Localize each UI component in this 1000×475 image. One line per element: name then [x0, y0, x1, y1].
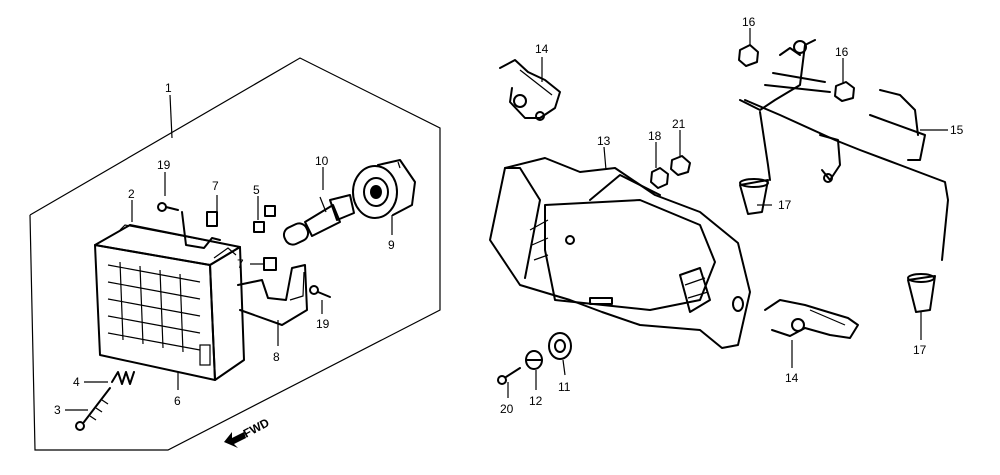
fwd-arrow-icon: FWD: [224, 415, 272, 448]
callout-16: 16: [835, 45, 849, 59]
callout-9: 9: [388, 238, 395, 252]
callout-18: 18: [648, 129, 662, 143]
screw: [157, 202, 179, 212]
callout-21: 21: [672, 117, 686, 131]
callout-6: 6: [174, 394, 181, 408]
clamp: [764, 299, 859, 339]
callout-2: 2: [128, 187, 135, 201]
nut: [834, 81, 855, 102]
callout-11: 11: [558, 380, 571, 394]
screw: [309, 285, 331, 298]
callout-5: 5: [253, 183, 260, 197]
callout-14: 14: [785, 371, 799, 385]
headlight-bracket: [237, 264, 308, 326]
nut: [738, 44, 759, 67]
callout-8: 8: [273, 350, 280, 364]
collar: [525, 350, 543, 370]
collar-nut: [670, 155, 691, 176]
headlight-case: [489, 157, 751, 349]
callout-16: 16: [742, 15, 756, 29]
rubber-cushion: [739, 178, 769, 215]
callout-17: 17: [913, 343, 927, 357]
callout-19: 19: [157, 158, 171, 172]
callout-15: 15: [950, 123, 964, 137]
callout-3: 3: [54, 403, 61, 417]
callout-10: 10: [315, 154, 329, 168]
callout-4: 4: [73, 375, 80, 389]
mount-bracket-upper: [181, 211, 237, 259]
callout-14: 14: [535, 42, 549, 56]
headlight-assembly-outline: [29, 57, 441, 451]
adjusting-screw: [75, 387, 111, 431]
spring: [111, 371, 135, 385]
headlight-stay: [739, 39, 949, 261]
callout-7: 7: [237, 257, 244, 271]
nut: [253, 205, 276, 233]
callout-7: 7: [212, 179, 219, 193]
callout-12: 12: [529, 394, 543, 408]
clip: [263, 257, 277, 271]
bulb-socket-cover: [352, 159, 416, 219]
headlight-unit: [94, 224, 245, 381]
nut: [650, 167, 669, 189]
callout-17: 17: [778, 198, 792, 212]
callout-20: 20: [500, 402, 514, 416]
callout-13: 13: [597, 134, 611, 148]
rubber-cushion: [907, 273, 936, 313]
fwd-label: FWD: [241, 415, 272, 440]
callout-1: 1: [165, 81, 172, 95]
clamp: [499, 59, 561, 121]
grommet: [548, 332, 572, 360]
headlight-bulb: [282, 194, 355, 246]
callout-19: 19: [316, 317, 330, 331]
callout-labels: 1 2 3 4 5 6 7 7 8 9 10 11 12 13 14 14 15…: [54, 15, 964, 417]
bolt: [497, 367, 521, 385]
leader-lines: [65, 28, 948, 411]
